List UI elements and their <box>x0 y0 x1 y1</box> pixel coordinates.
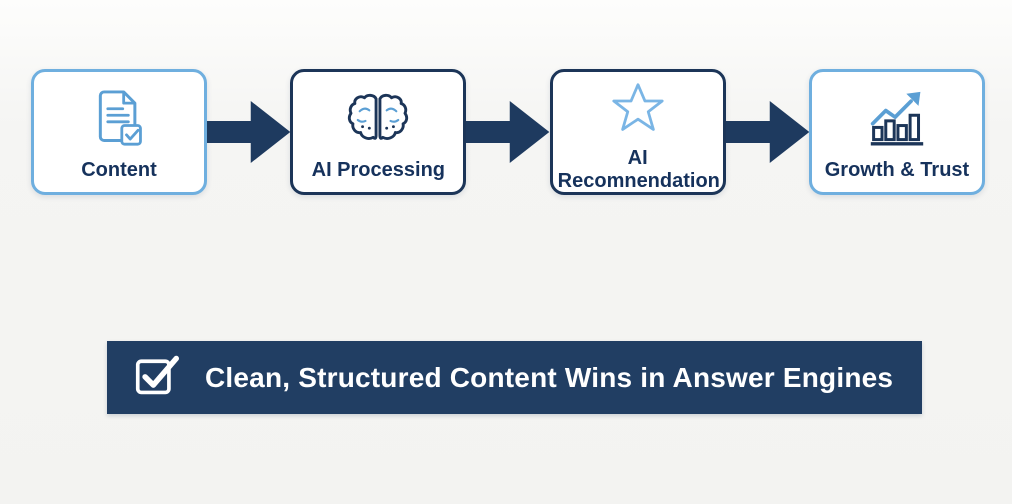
brain-icon <box>347 83 409 155</box>
document-check-icon <box>91 83 147 155</box>
step-label-ai-processing: AI Processing <box>311 158 446 181</box>
step-box-ai-recommendation: AI Recomnendation <box>549 69 726 195</box>
star-icon <box>610 72 666 143</box>
arrow-right-icon <box>725 97 809 167</box>
arrow-right-icon <box>466 97 550 167</box>
step-label-growth-trust: Growth & Trust <box>824 158 970 181</box>
process-flow: Content <box>31 68 985 196</box>
banner-text: Clean, Structured Content Wins in Answer… <box>205 361 894 393</box>
arrow-right-icon <box>207 97 291 167</box>
step-box-content: Content <box>31 69 207 195</box>
growth-chart-icon <box>867 83 927 155</box>
step-box-growth-trust: Growth & Trust <box>808 69 985 195</box>
step-label-content: Content <box>81 158 157 181</box>
key-takeaway-banner: Clean, Structured Content Wins in Answer… <box>107 341 922 414</box>
checkbox-checked-icon <box>133 353 181 402</box>
step-label-ai-recommendation: AI Recomnendation <box>557 147 720 192</box>
step-box-ai-processing: AI Processing <box>290 69 467 195</box>
